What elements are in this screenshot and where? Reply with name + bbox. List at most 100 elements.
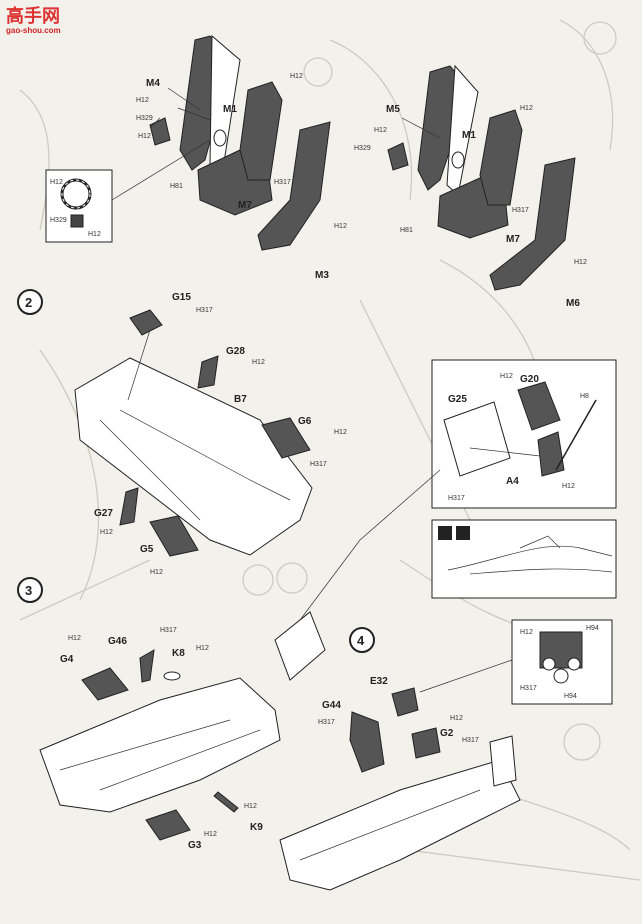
label-m7: M7 bbox=[506, 234, 520, 245]
part-g46 bbox=[139, 649, 155, 683]
cockpit-tub bbox=[39, 677, 281, 813]
label-g28: G28 bbox=[226, 346, 245, 357]
step-2-badge: 2 bbox=[17, 289, 43, 315]
hcode: H12 bbox=[520, 629, 533, 636]
svg-text:gao-shou.com: gao-shou.com bbox=[6, 26, 61, 35]
hcode: H317 bbox=[520, 685, 537, 692]
label-g2: G2 bbox=[440, 728, 454, 739]
part-g44 bbox=[349, 711, 385, 773]
label-k9: K9 bbox=[250, 822, 263, 833]
label-g20: G20 bbox=[520, 374, 539, 385]
step-3-assembly bbox=[39, 469, 441, 841]
hcode: H12 bbox=[50, 179, 63, 186]
label-g25: G25 bbox=[448, 394, 467, 405]
step-4-badge: 4 bbox=[349, 627, 375, 653]
hcode: H12 bbox=[562, 483, 575, 490]
hcode: H12 bbox=[334, 429, 347, 436]
hcode: H12 bbox=[252, 359, 265, 366]
label-m5: M5 bbox=[386, 104, 400, 115]
hcode: H12 bbox=[520, 105, 533, 112]
hcode: H12 bbox=[196, 645, 209, 652]
label-g27: G27 bbox=[94, 508, 113, 519]
hcode: H12 bbox=[500, 373, 513, 380]
ring-handle-m1 bbox=[213, 129, 227, 147]
step-2-assembly bbox=[74, 309, 313, 557]
hcode: H12 bbox=[204, 831, 217, 838]
hcode: H12 bbox=[450, 715, 463, 722]
part-g28 bbox=[197, 355, 219, 389]
ejection-seat-right bbox=[387, 64, 576, 291]
step-4-assembly bbox=[279, 687, 521, 891]
hcode: H94 bbox=[586, 625, 599, 632]
part-k8 bbox=[163, 671, 181, 681]
label-m1: M1 bbox=[223, 104, 237, 115]
cockpit-tub-4 bbox=[279, 759, 521, 891]
hcode: H317 bbox=[160, 627, 177, 634]
hcode: H317 bbox=[462, 737, 479, 744]
hcode: H12 bbox=[334, 223, 347, 230]
hcode: H329 bbox=[136, 115, 153, 122]
hcode: H329 bbox=[354, 145, 371, 152]
part-k9 bbox=[213, 791, 239, 813]
hcode: H12 bbox=[100, 529, 113, 536]
svg-text:高手网: 高手网 bbox=[6, 5, 60, 26]
hcode: H12 bbox=[574, 259, 587, 266]
label-g3: G3 bbox=[188, 840, 202, 851]
hcode: H317 bbox=[310, 461, 327, 468]
aircraft-location-inset bbox=[431, 519, 617, 599]
label-e32: E32 bbox=[370, 676, 388, 687]
hcode: H12 bbox=[136, 97, 149, 104]
label-g6: G6 bbox=[298, 416, 312, 427]
label-m3: M3 bbox=[315, 270, 329, 281]
part-g20 bbox=[517, 381, 561, 431]
hcode: H81 bbox=[400, 227, 413, 234]
part-g5 bbox=[149, 515, 199, 557]
panel-g25 bbox=[443, 401, 511, 477]
hcode: H12 bbox=[374, 127, 387, 134]
hcode: H12 bbox=[88, 231, 101, 238]
ejection-seat-left bbox=[149, 34, 331, 251]
hcode: H317 bbox=[318, 719, 335, 726]
hcode: H12 bbox=[290, 73, 303, 80]
hcode: H317 bbox=[196, 307, 213, 314]
label-m1: M1 bbox=[462, 130, 476, 141]
label-m7: M7 bbox=[238, 200, 252, 211]
inset-ring-detail bbox=[45, 139, 211, 243]
label-k8: K8 bbox=[172, 648, 185, 659]
label-g46: G46 bbox=[108, 636, 127, 647]
hcode: H12 bbox=[68, 635, 81, 642]
step-4-inset-detail bbox=[419, 619, 613, 705]
seat-rail-m3 bbox=[257, 121, 331, 251]
part-g3 bbox=[145, 809, 191, 841]
svg-text:4: 4 bbox=[357, 633, 365, 648]
panel-inset-detail bbox=[431, 359, 617, 509]
instrument-panel bbox=[274, 611, 326, 681]
hcode: H12 bbox=[150, 569, 163, 576]
label-a4: A4 bbox=[506, 476, 519, 487]
hcode: H94 bbox=[564, 693, 577, 700]
part-g15 bbox=[129, 309, 163, 336]
part-e32 bbox=[391, 687, 419, 717]
label-m4: M4 bbox=[146, 78, 160, 89]
watermark-logo: 高手网 gao-shou.com bbox=[6, 5, 61, 35]
label-g15: G15 bbox=[172, 292, 191, 303]
hcode: H12 bbox=[138, 133, 151, 140]
hcode: H81 bbox=[170, 183, 183, 190]
hcode: H317 bbox=[448, 495, 465, 502]
label-b7: B7 bbox=[234, 394, 247, 405]
seat-back bbox=[239, 81, 283, 181]
label-g4: G4 bbox=[60, 654, 74, 665]
svg-text:2: 2 bbox=[25, 295, 32, 310]
label-g44: G44 bbox=[322, 700, 341, 711]
hcode: H8 bbox=[580, 393, 589, 400]
step-3-badge: 3 bbox=[17, 577, 43, 603]
label-g5: G5 bbox=[140, 544, 154, 555]
hcode: H329 bbox=[50, 217, 67, 224]
part-g4 bbox=[81, 667, 129, 701]
tub-b7 bbox=[74, 357, 313, 556]
hcode: H317 bbox=[274, 179, 291, 186]
svg-text:3: 3 bbox=[25, 583, 32, 598]
part-g27 bbox=[119, 487, 139, 526]
label-m6: M6 bbox=[566, 298, 580, 309]
